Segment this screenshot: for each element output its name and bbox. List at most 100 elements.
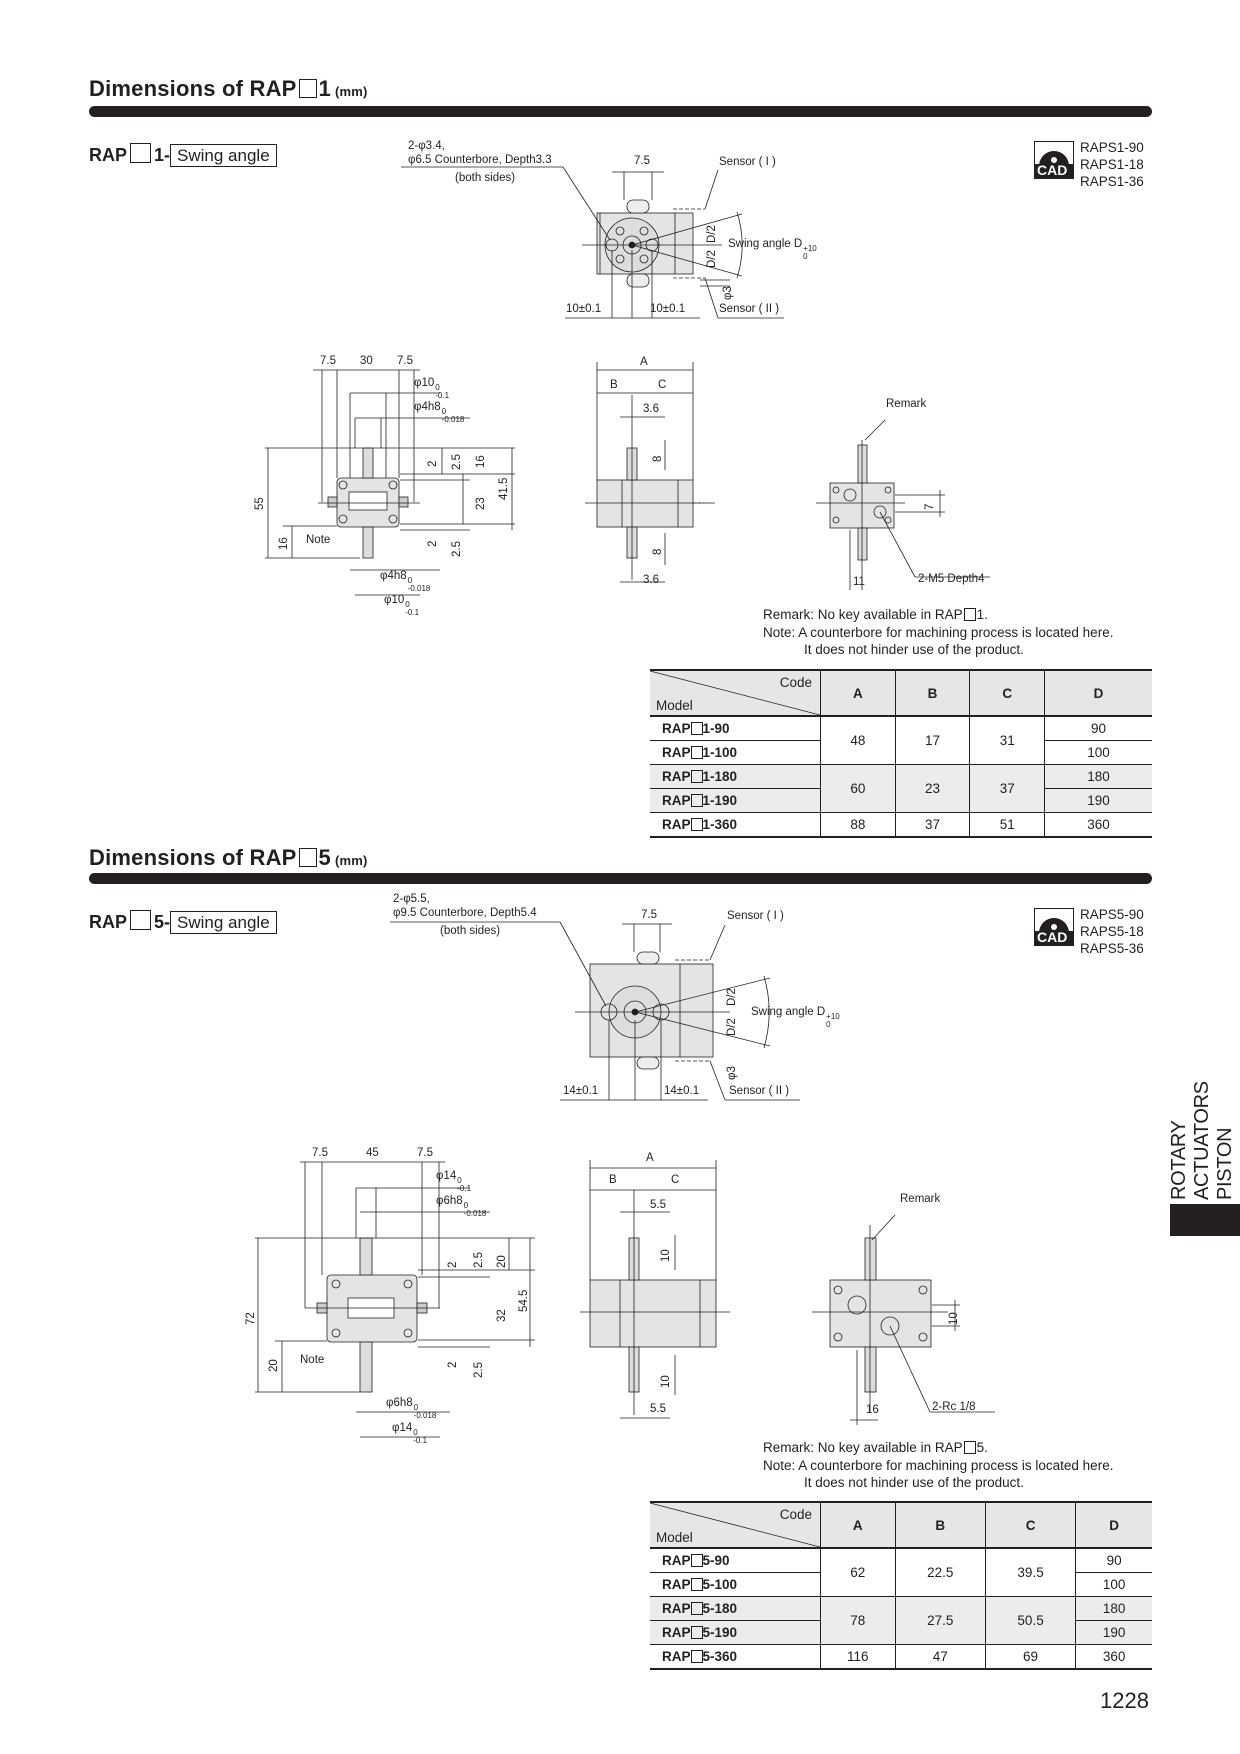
dim-label: 2	[447, 1261, 459, 1268]
cad-icon-text: CAD	[1037, 162, 1068, 178]
rear-view-drawing-1	[816, 419, 990, 590]
note-line: It does not hinder use of the product.	[804, 1475, 1024, 1490]
sensor-dia-label: φ3	[722, 286, 734, 300]
dim-label: 23	[475, 497, 487, 510]
model-prefix: RAP	[89, 145, 128, 165]
swing-angle-text: Swing angle D	[751, 1006, 826, 1018]
hole-spec-label: 2-φ3.4,	[408, 140, 445, 152]
hole-spec-label: 2-φ5.5,	[393, 893, 430, 905]
dia-text: φ6h8	[386, 1397, 413, 1409]
pitch-label: 14±0.1	[563, 1085, 599, 1097]
tol-lower: 0	[826, 1020, 831, 1029]
remark-text: Remark: No key available in RAP	[763, 607, 963, 622]
cell-a: 62	[820, 1548, 896, 1597]
placeholder-box	[690, 794, 703, 807]
sensor-2-label: Sensor ( II )	[729, 1085, 790, 1097]
column-header-a: A	[820, 1501, 896, 1549]
dim-label: 5.5	[650, 1403, 666, 1415]
dim-label: 10	[660, 1375, 672, 1388]
cad-model[interactable]: RAPS5-18	[1080, 924, 1144, 939]
title-suffix: 5	[318, 845, 331, 870]
cell-d: 100	[1075, 1572, 1152, 1597]
dim-label: 2.5	[451, 541, 463, 557]
placeholder-box	[690, 1578, 703, 1591]
dim-label: 5.5	[650, 1199, 666, 1211]
dim-label: 2.5	[473, 1252, 485, 1268]
dim-label: 54.5	[518, 1289, 530, 1312]
swing-angle-box: Swing angle	[170, 911, 277, 934]
tol-lower: 0	[803, 252, 808, 261]
section-divider-bar	[89, 873, 1152, 884]
note-line: Note: A counterbore for machining proces…	[763, 1457, 1114, 1473]
dim-label: 7.5	[417, 1147, 433, 1159]
dim-label: 7.5	[641, 909, 657, 921]
dia-text: φ10	[384, 594, 405, 606]
dim-label: 16	[475, 455, 487, 468]
remark-callout: Remark	[886, 398, 927, 410]
cad-icon-text: CAD	[1037, 929, 1068, 945]
sensor-1-label: Sensor ( I )	[719, 156, 776, 168]
dim-label: 55	[254, 497, 266, 510]
column-header-d: D	[1075, 1501, 1152, 1549]
dim-label: 3.6	[643, 403, 659, 415]
dim-label: 2	[427, 460, 439, 467]
dim-label: 45	[366, 1147, 379, 1159]
cad-model[interactable]: RAPS1-90	[1080, 140, 1144, 155]
model-prefix: RAP	[662, 745, 691, 760]
both-sides-label: (both sides)	[455, 172, 516, 184]
column-header-b: B	[894, 669, 970, 717]
placeholder-box	[690, 1650, 703, 1663]
title-text: Dimensions of RAP	[89, 76, 297, 101]
cell-d: 190	[1044, 788, 1152, 813]
column-header-d: D	[1044, 669, 1152, 717]
cad-model[interactable]: RAPS5-90	[1080, 907, 1144, 922]
model-prefix: RAP	[662, 1601, 691, 1616]
tol-upper: 0	[441, 407, 447, 416]
corner-code-label: Code	[779, 1507, 812, 1522]
dim-label: 8	[652, 548, 664, 555]
cell-d: 180	[1075, 1596, 1152, 1621]
dim-label: 16	[278, 537, 290, 550]
model-code: 1-180	[702, 769, 738, 784]
half-angle-label: D/2	[726, 1018, 738, 1036]
placeholder-box	[298, 79, 317, 98]
column-header-c: C	[969, 669, 1045, 717]
cell-d: 100	[1044, 740, 1152, 765]
cell-c: 39.5	[984, 1548, 1076, 1597]
both-sides-label: (both sides)	[440, 925, 501, 937]
cad-model[interactable]: RAPS1-36	[1080, 174, 1144, 189]
cad-model[interactable]: RAPS1-18	[1080, 157, 1144, 172]
cell-d: 180	[1044, 764, 1152, 789]
pitch-label: 10±0.1	[650, 303, 686, 315]
dim-label: 7	[924, 503, 936, 510]
placeholder-box	[298, 848, 317, 867]
tol-upper: 0	[407, 576, 413, 585]
model-code: 5-190	[702, 1625, 738, 1640]
cell-d: 90	[1044, 716, 1152, 741]
cad-model[interactable]: RAPS5-36	[1080, 941, 1144, 956]
model-code: 5-180	[702, 1601, 738, 1616]
dia-text: φ4h8	[380, 570, 407, 582]
tol-upper: 0	[463, 1201, 469, 1210]
tol-lower: -0.018	[413, 1411, 437, 1420]
dia-text: φ4h8	[414, 401, 441, 413]
swing-angle-text: Swing angle D	[728, 238, 803, 250]
